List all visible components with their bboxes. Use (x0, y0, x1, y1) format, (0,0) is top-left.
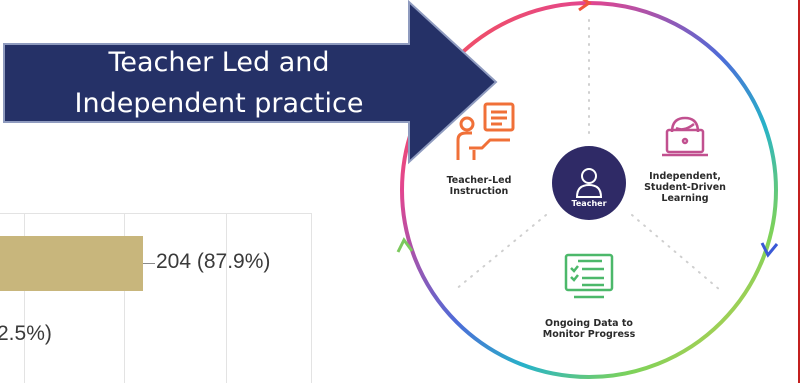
bar-label-leader-line (143, 263, 155, 264)
bar-value-label: 2.5%) (0, 322, 52, 345)
chart-gridline (124, 213, 125, 383)
node-teacher-led-label: Teacher-Led Instruction (446, 175, 512, 197)
node-ongoing-data-label: Ongoing Data to Monitor Progress (542, 318, 636, 340)
divider-dotted-left (454, 214, 547, 291)
arrow-callout-text: Teacher Led and Independent practice (4, 42, 434, 124)
student-at-laptop-icon (662, 116, 708, 157)
slide-edge-line (798, 0, 800, 383)
teacher-person-icon (575, 168, 603, 198)
ring-arrow-right (760, 242, 779, 258)
checklist-icon (564, 253, 614, 299)
arrow-callout-line1: Teacher Led and (108, 47, 330, 78)
bar-value-label: 204 (87.9%) (156, 250, 271, 273)
chart-gridline (24, 213, 25, 383)
chart-top-border (0, 213, 312, 214)
ring-arrow-left (396, 237, 414, 253)
arrow-callout (3, 0, 498, 165)
teacher-at-laptop-icon (456, 102, 515, 160)
center-label: Teacher (571, 199, 607, 208)
chart-bar (0, 236, 143, 291)
chart-gridline (226, 213, 227, 383)
ring-arrow-top (578, 0, 592, 12)
arrow-callout-line2: Independent practice (74, 88, 364, 119)
node-independent-label: Independent, Student-Driven Learning (644, 171, 726, 204)
chart-right-border (311, 213, 312, 383)
divider-dotted-right (631, 214, 721, 291)
